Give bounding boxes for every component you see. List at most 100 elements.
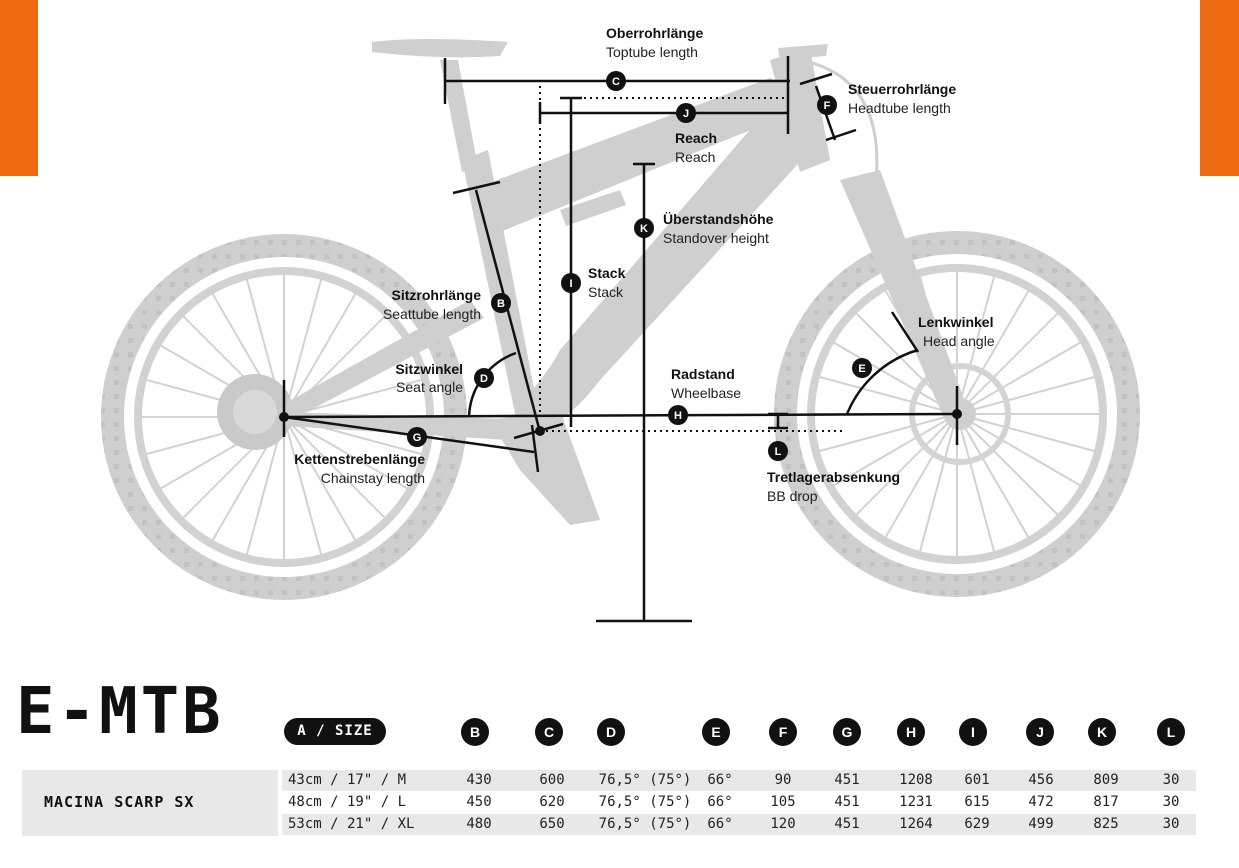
cell-h: 1208 xyxy=(899,772,933,788)
cell-i: 601 xyxy=(964,772,990,788)
cell-size: 43cm / 17" / M xyxy=(288,772,407,788)
svg-text:B: B xyxy=(497,298,505,310)
svg-text:D: D xyxy=(480,373,488,385)
marker-j: J xyxy=(676,103,696,123)
label-j-de: Reach xyxy=(675,130,717,146)
column-header-c: C xyxy=(535,718,563,746)
label-i-de: Stack xyxy=(588,265,626,281)
label-d-de: Sitzwinkel xyxy=(395,361,463,377)
column-header-b: B xyxy=(461,718,489,746)
label-b-en: Seattube length xyxy=(383,306,481,322)
label-j-en: Reach xyxy=(675,149,715,165)
label-g-en: Chainstay length xyxy=(321,470,425,486)
cell-e: 66° xyxy=(707,772,733,788)
cell-b: 450 xyxy=(466,794,492,810)
category-title: E-MTB xyxy=(16,675,224,749)
cell-g: 451 xyxy=(834,794,860,810)
cell-c: 650 xyxy=(539,816,565,832)
label-l-de: Tretlagerabsenkung xyxy=(767,469,900,485)
bike-geometry-diagram: C J F K I B D E H G L Oberrohrlänge Topt… xyxy=(101,25,1140,623)
cell-g: 451 xyxy=(834,772,860,788)
marker-e: E xyxy=(852,358,872,378)
cell-f: 120 xyxy=(770,816,796,832)
cell-j: 472 xyxy=(1028,794,1054,810)
cell-g: 451 xyxy=(834,816,860,832)
svg-text:G: G xyxy=(413,432,422,444)
cell-j: 499 xyxy=(1028,816,1054,832)
svg-text:E: E xyxy=(858,363,865,375)
label-d-en: Seat angle xyxy=(396,379,463,395)
cell-f: 90 xyxy=(774,772,792,788)
label-g-de: Kettenstrebenlänge xyxy=(294,451,425,467)
cell-size: 53cm / 21" / XL xyxy=(288,816,415,832)
svg-text:L: L xyxy=(775,446,782,458)
table-row: 53cm / 21" / XL 480 650 76,5° (75°) 66° … xyxy=(282,814,1196,835)
label-c-en: Toptube length xyxy=(606,44,698,60)
label-i-en: Stack xyxy=(588,284,624,300)
cell-h: 1231 xyxy=(899,794,933,810)
marker-k: K xyxy=(634,218,654,238)
accent-bar-left xyxy=(0,0,38,176)
label-c-de: Oberrohrlänge xyxy=(606,25,703,41)
cell-c: 600 xyxy=(539,772,565,788)
cell-l: 30 xyxy=(1162,816,1180,832)
cell-k: 817 xyxy=(1093,794,1119,810)
marker-g: G xyxy=(407,427,427,447)
cell-l: 30 xyxy=(1162,772,1180,788)
cell-size: 48cm / 19" / L xyxy=(288,794,407,810)
cell-d: 76,5° (75°) xyxy=(598,794,692,810)
marker-l: L xyxy=(768,441,788,461)
label-h-de: Radstand xyxy=(671,366,735,382)
label-l-en: BB drop xyxy=(767,488,818,504)
cell-j: 456 xyxy=(1028,772,1054,788)
cell-i: 629 xyxy=(964,816,990,832)
cell-k: 809 xyxy=(1093,772,1119,788)
marker-d: D xyxy=(474,368,494,388)
label-e-de: Lenkwinkel xyxy=(918,314,993,330)
label-f-en: Headtube length xyxy=(848,100,951,116)
marker-i: I xyxy=(561,273,581,293)
svg-text:H: H xyxy=(674,410,682,422)
label-k-de: Überstandshöhe xyxy=(663,211,774,227)
column-header-l: L xyxy=(1157,718,1185,746)
table-row: 43cm / 17" / M 430 600 76,5° (75°) 66° 9… xyxy=(282,770,1196,791)
model-cell xyxy=(22,770,278,836)
cell-d: 76,5° (75°) xyxy=(598,772,692,788)
cell-k: 825 xyxy=(1093,816,1119,832)
model-name: MACINA SCARP SX xyxy=(44,793,195,811)
cell-i: 615 xyxy=(964,794,990,810)
accent-bar-right xyxy=(1200,0,1239,176)
cell-b: 430 xyxy=(466,772,492,788)
column-header-g: G xyxy=(833,718,861,746)
label-f-de: Steuerrohrlänge xyxy=(848,81,956,97)
column-header-j: J xyxy=(1026,718,1054,746)
cell-d: 76,5° (75°) xyxy=(598,816,692,832)
label-e-en: Head angle xyxy=(923,333,995,349)
cell-b: 480 xyxy=(466,816,492,832)
cell-c: 620 xyxy=(539,794,565,810)
table-row: 48cm / 19" / L 450 620 76,5° (75°) 66° 1… xyxy=(282,792,1196,813)
svg-text:J: J xyxy=(683,108,689,120)
label-k-en: Standover height xyxy=(663,230,769,246)
marker-b: B xyxy=(491,293,511,313)
marker-c: C xyxy=(606,71,626,91)
svg-text:I: I xyxy=(569,278,572,290)
size-column-header: A / SIZE xyxy=(284,718,386,745)
label-h-en: Wheelbase xyxy=(671,385,741,401)
column-header-e: E xyxy=(702,718,730,746)
column-header-h: H xyxy=(897,718,925,746)
cell-e: 66° xyxy=(707,794,733,810)
svg-text:K: K xyxy=(640,223,648,235)
cell-f: 105 xyxy=(770,794,796,810)
svg-text:C: C xyxy=(612,76,620,88)
cell-e: 66° xyxy=(707,816,733,832)
column-header-k: K xyxy=(1088,718,1116,746)
column-header-d: D xyxy=(597,718,625,746)
cell-l: 30 xyxy=(1162,794,1180,810)
column-header-i: I xyxy=(959,718,987,746)
svg-text:F: F xyxy=(824,100,831,112)
marker-h: H xyxy=(668,405,688,425)
column-header-f: F xyxy=(769,718,797,746)
marker-f: F xyxy=(817,95,837,115)
label-b-de: Sitzrohrlänge xyxy=(392,287,482,303)
